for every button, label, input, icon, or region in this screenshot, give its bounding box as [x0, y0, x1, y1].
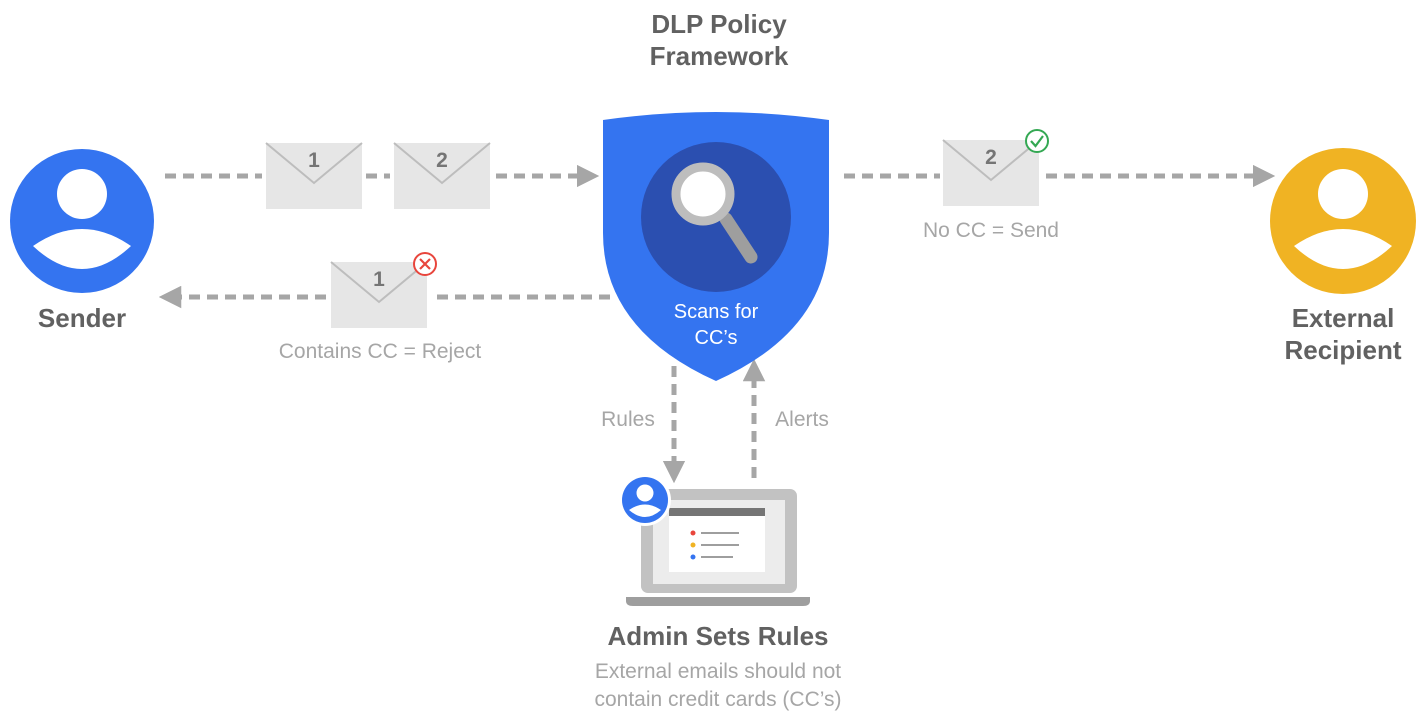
- send-label: No CC = Send: [923, 219, 1059, 242]
- connectors: [158, 164, 1276, 484]
- recipient-label: External Recipient: [1263, 302, 1421, 366]
- approve-check-icon: [1025, 129, 1049, 153]
- recipient-avatar: [1270, 148, 1416, 294]
- sender-avatar: [10, 149, 154, 293]
- recipient-label-line2: Recipient: [1284, 335, 1402, 365]
- email-envelope-rejected: 1: [330, 261, 428, 329]
- laptop-icon: [626, 489, 810, 606]
- recipient-label-line1: External: [1291, 303, 1395, 333]
- email-envelope-sent: 2: [942, 139, 1040, 207]
- reject-label: Contains CC = Reject: [278, 340, 482, 363]
- shield-caption: Scans for CC’s: [646, 299, 786, 351]
- admin-title: Admin Sets Rules: [607, 621, 829, 651]
- email-envelope-1: 1: [265, 142, 363, 210]
- alerts-label: Alerts: [775, 408, 829, 431]
- shield-caption-line1: Scans for: [673, 301, 759, 323]
- svg-text:2: 2: [436, 149, 448, 172]
- svg-text:2: 2: [985, 146, 997, 169]
- shield-caption-line2: CC’s: [694, 327, 738, 349]
- sender-label: Sender: [37, 303, 127, 333]
- email-envelope-2: 2: [393, 142, 491, 210]
- admin-description-line2: contain credit cards (CC’s): [594, 688, 842, 711]
- svg-text:1: 1: [308, 149, 320, 172]
- diagram-title-line2: Framework: [649, 41, 789, 71]
- admin-description-line1: External emails should not: [594, 660, 842, 683]
- admin-avatar-icon: [619, 474, 671, 526]
- reject-x-icon: [413, 252, 437, 276]
- rules-label: Rules: [601, 408, 655, 431]
- diagram-title-line1: DLP Policy: [651, 9, 787, 39]
- magnifier-icon: [671, 162, 758, 264]
- diagram-title: DLP Policy Framework: [619, 8, 819, 72]
- svg-text:1: 1: [373, 268, 385, 291]
- admin-description: External emails should not contain credi…: [538, 658, 898, 714]
